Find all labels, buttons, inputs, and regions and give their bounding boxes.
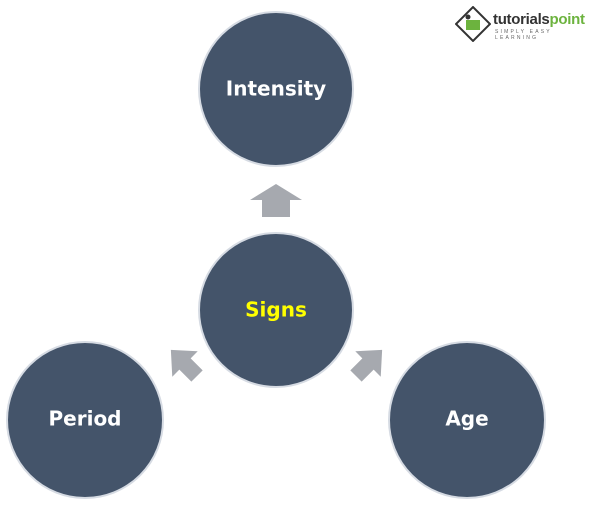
node-signs xyxy=(198,232,354,388)
node-age xyxy=(388,341,546,499)
logo-tagline: SIMPLY EASY LEARNING xyxy=(495,29,552,41)
arrow-down-right xyxy=(350,349,383,382)
arrow-down-left xyxy=(170,349,203,382)
node-intensity xyxy=(198,11,354,167)
logo-icon xyxy=(455,6,491,42)
tutorialspoint-logo: tutorialspoint SIMPLY EASY LEARNING xyxy=(455,6,595,42)
label-signs: Signs xyxy=(245,298,307,322)
label-period: Period xyxy=(49,407,122,431)
arrow-up xyxy=(250,184,302,217)
label-intensity: Intensity xyxy=(226,77,326,101)
label-age: Age xyxy=(445,407,488,431)
node-period xyxy=(6,341,164,499)
logo-wordmark: tutorialspoint xyxy=(493,11,585,28)
